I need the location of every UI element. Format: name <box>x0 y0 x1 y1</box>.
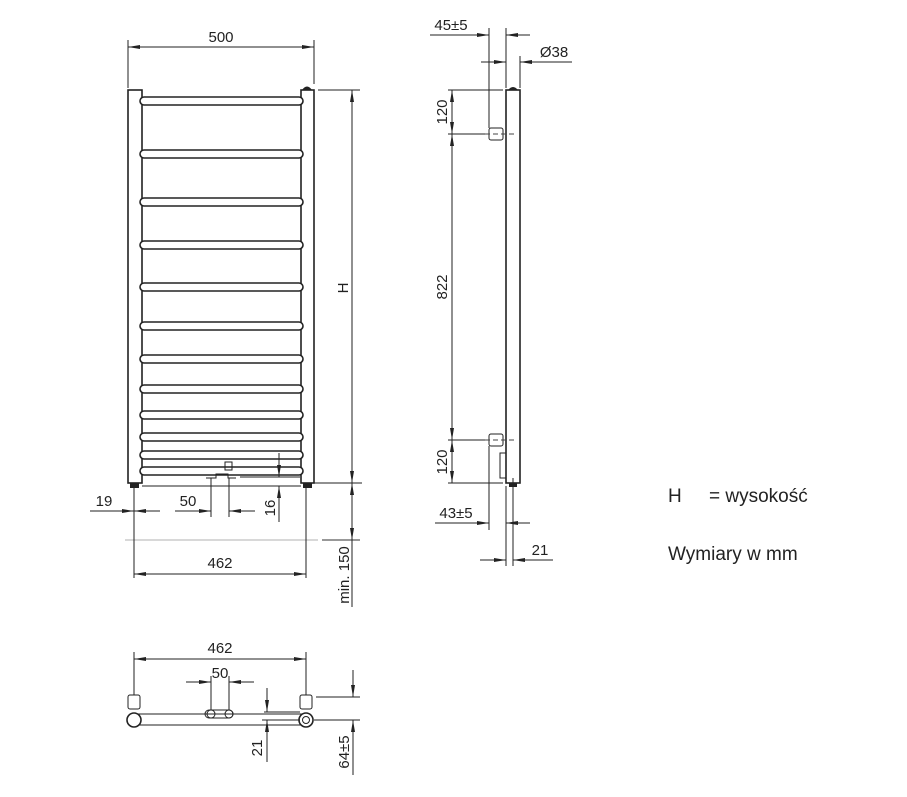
towel-bar <box>139 197 304 207</box>
air-vent-icon <box>302 86 312 90</box>
valve <box>499 452 507 479</box>
depth-dimension: 21 <box>532 542 549 559</box>
plan-connection-spacing-dimension: 50 <box>212 665 229 682</box>
axis-spacing-dimension: 462 <box>207 555 232 572</box>
wall-distance-dimension: 45±5 <box>434 17 467 34</box>
right-valve <box>299 694 313 710</box>
towel-bar <box>139 282 304 292</box>
towel-bars <box>139 96 304 476</box>
side-rail <box>505 89 521 484</box>
connection-height-dimension: 16 <box>262 500 279 517</box>
towel-bar <box>139 410 304 420</box>
h-definition: = wysokość <box>709 486 808 507</box>
connection-spacing-dimension: 50 <box>180 493 197 510</box>
bottom-wall-distance-dimension: 43±5 <box>439 505 472 522</box>
bottom-offset-dimension: 120 <box>434 449 451 474</box>
units-note: Wymiary w mm <box>668 544 798 565</box>
left-valve <box>127 694 141 710</box>
right-leg <box>303 483 312 488</box>
towel-bar <box>139 384 304 394</box>
towel-bar <box>139 96 304 106</box>
height-legend: H = wysokość <box>668 486 808 508</box>
towel-bar <box>139 354 304 364</box>
width-dimension: 500 <box>208 29 233 46</box>
diameter-dimension: Ø38 <box>540 44 568 61</box>
height-dimension: H <box>335 283 352 294</box>
plan-view: 462 50 21 64±5 <box>126 640 360 775</box>
top-offset-dimension: 120 <box>434 99 451 124</box>
side-view: 45±5 Ø38 120 822 120 43±5 21 <box>430 17 572 566</box>
towel-bar <box>139 321 304 331</box>
floor-clearance-dimension: min. 150 <box>336 546 353 604</box>
towel-bar <box>139 240 304 250</box>
front-view: 500 H min. 150 19 50 16 462 <box>90 29 362 607</box>
towel-bar <box>139 466 304 476</box>
left-rail-section <box>126 712 142 728</box>
towel-bar <box>139 432 304 442</box>
towel-bar <box>139 149 304 159</box>
plan-connection-offset-dimension: 21 <box>249 740 266 757</box>
h-symbol: H <box>668 486 682 507</box>
leg-offset-dimension: 19 <box>96 493 113 510</box>
right-rail-section <box>298 712 314 728</box>
plan-axis-spacing-dimension: 462 <box>207 640 232 657</box>
wall-offset-dimension: 64±5 <box>336 735 353 768</box>
left-leg <box>130 483 139 488</box>
bracket-spacing-dimension: 822 <box>434 274 451 299</box>
towel-bar <box>139 450 304 460</box>
